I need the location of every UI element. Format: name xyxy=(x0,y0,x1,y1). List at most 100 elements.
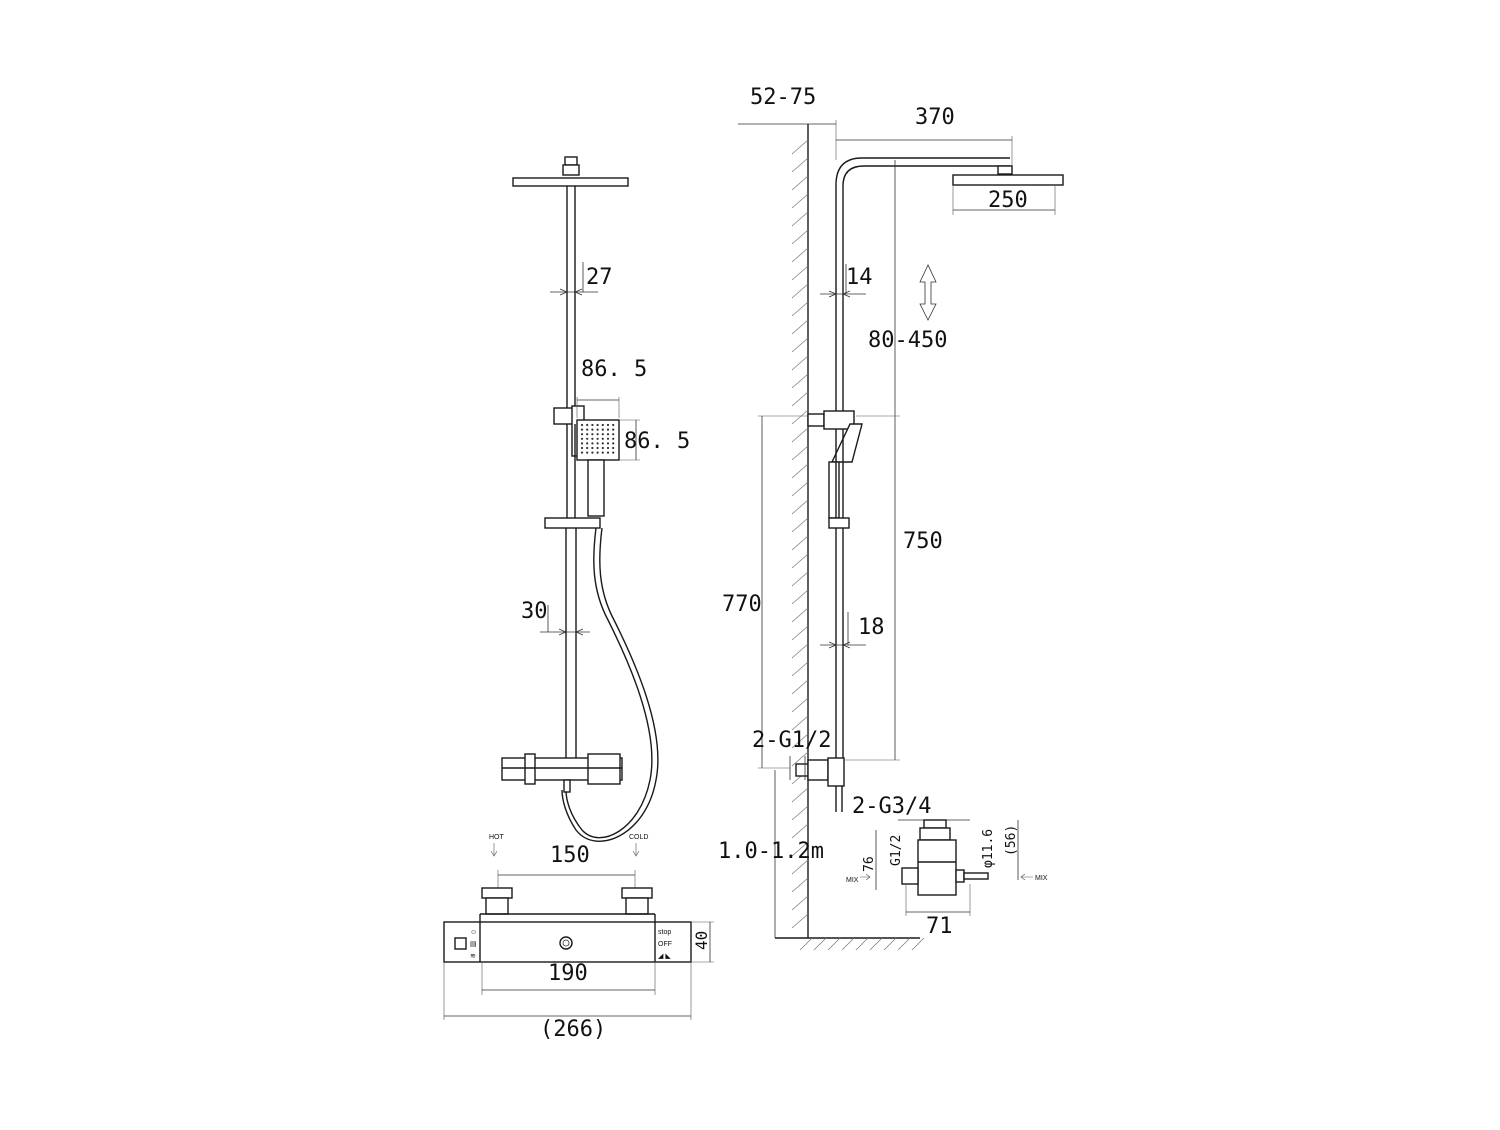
hatch-line xyxy=(791,607,809,623)
dim-56: (56) xyxy=(1004,825,1019,856)
hatch-line xyxy=(791,247,809,263)
hatch-line xyxy=(791,877,809,893)
outlet-circle xyxy=(559,936,573,950)
connector-nut xyxy=(919,827,951,841)
nozzle-dot xyxy=(586,442,589,445)
hatch-line xyxy=(791,913,809,929)
mixer-side-body xyxy=(827,757,845,787)
ctrl-right-3: ◢ ◣ xyxy=(658,953,671,960)
hatch-line xyxy=(791,229,809,245)
inlet-left-nut xyxy=(481,887,513,899)
hand-shower-handle xyxy=(587,459,605,517)
dim-hand-width: 86. 5 xyxy=(581,357,647,382)
connector-body xyxy=(917,839,957,896)
mixer-knob-right xyxy=(587,753,621,785)
ctrl-right-1: stop xyxy=(658,929,671,936)
connector-right-outlet xyxy=(955,869,965,883)
hatch-line xyxy=(883,937,897,951)
hatch-line xyxy=(791,481,809,497)
dim-40: 40 xyxy=(692,931,711,950)
eccentric-fitting xyxy=(795,763,809,777)
hatch-line xyxy=(791,265,809,281)
shower-arm-outer xyxy=(835,157,1010,420)
nozzle-dot xyxy=(601,451,604,454)
nozzle-dot xyxy=(580,428,584,431)
hatch-line xyxy=(791,643,809,659)
shower-hose xyxy=(565,527,653,839)
nozzle-dot xyxy=(596,437,599,440)
hatch-line xyxy=(791,679,809,695)
nozzle-dot xyxy=(586,446,589,450)
front-view: 27 86. 5 86. 5 30 xyxy=(443,156,714,1042)
nozzle-dot xyxy=(580,423,584,427)
hatch-line xyxy=(791,895,809,911)
nozzle-dot xyxy=(580,433,584,436)
hatch-line xyxy=(791,157,809,173)
connector-outlet-pipe xyxy=(963,872,989,880)
shower-arm-inner xyxy=(842,165,1010,420)
hatch-line xyxy=(791,787,809,803)
head-connector xyxy=(562,164,580,176)
nozzle-dot xyxy=(591,428,594,431)
connector-left-inlet xyxy=(901,867,919,885)
nozzle-dot xyxy=(601,428,604,431)
nozzle-dot xyxy=(591,437,594,440)
dim-install-height: 1.0-1.2m xyxy=(718,839,824,864)
nozzle-dot xyxy=(606,433,610,436)
dim-370: 370 xyxy=(915,105,955,130)
hand-shower-side xyxy=(830,423,863,463)
slide-bracket xyxy=(544,517,601,529)
hatch-line xyxy=(791,409,809,425)
hatch-line xyxy=(791,823,809,839)
dim-30: 30 xyxy=(521,599,548,624)
hatch-line xyxy=(791,319,809,335)
hatch-line xyxy=(791,175,809,191)
mixer-knob-left xyxy=(524,753,536,785)
nozzle-dot xyxy=(606,428,610,431)
nozzle-dot xyxy=(601,437,604,440)
hatch-line xyxy=(791,751,809,767)
nozzle-dot xyxy=(596,428,599,431)
nozzle-dot xyxy=(596,442,599,445)
holder-knob xyxy=(553,407,575,425)
hatch-line xyxy=(791,463,809,479)
hatch-line xyxy=(911,937,925,951)
nozzle-dot xyxy=(596,433,599,436)
nozzle-dot xyxy=(612,433,615,436)
nozzle-dot xyxy=(612,442,615,445)
head-connector-top xyxy=(564,156,578,166)
nozzle-dot xyxy=(586,428,589,431)
nozzle-dot xyxy=(606,442,610,445)
dim-14: 14 xyxy=(846,265,873,290)
hatch-line xyxy=(813,937,827,951)
hatch-line xyxy=(791,301,809,317)
side-view: 52-75 370 250 14 80-450 750 770 xyxy=(718,85,1064,951)
dim-27: 27 xyxy=(586,265,613,290)
dim-250: 250 xyxy=(988,188,1028,213)
nozzle-dot xyxy=(586,423,589,427)
hand-shower-nozzle-grid xyxy=(580,423,615,454)
hatch-line xyxy=(855,937,869,951)
hatch-line xyxy=(869,937,883,951)
dim-2-g12: 2-G1/2 xyxy=(752,728,831,753)
hatch-line xyxy=(791,589,809,605)
hatch-line xyxy=(791,355,809,371)
hatch-line xyxy=(791,427,809,443)
nozzle-dot xyxy=(606,446,610,450)
inlet-right xyxy=(625,897,649,915)
nozzle-dot xyxy=(601,446,604,450)
ctrl-left-2: ▤ xyxy=(470,941,477,948)
nozzle-dot xyxy=(591,423,594,427)
nozzle-dot xyxy=(586,437,589,440)
nozzle-dot xyxy=(580,442,584,445)
mixer-outlet xyxy=(563,779,571,793)
inlet-right-nut xyxy=(621,887,653,899)
hand-handle-side xyxy=(828,461,840,519)
nozzle-dot xyxy=(612,437,615,440)
nozzle-dot xyxy=(601,442,604,445)
hatch-line xyxy=(791,445,809,461)
dim-750: 750 xyxy=(903,529,943,554)
dim-76: 76 xyxy=(862,856,877,872)
